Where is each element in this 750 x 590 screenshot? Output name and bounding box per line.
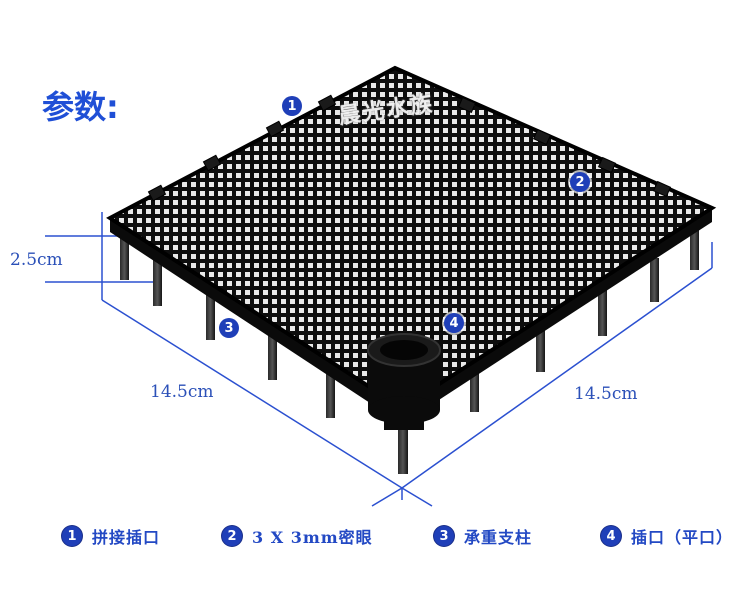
callout-1: 1 <box>282 96 302 116</box>
callout-3: 3 <box>219 318 239 338</box>
height-dimension-label: 2.5cm <box>10 250 63 270</box>
grid-plate <box>106 65 717 411</box>
callout-4: 4 <box>444 313 464 333</box>
legend-label: 插口（平口） <box>631 528 734 547</box>
legend-item-4: 4 插口（平口） <box>601 524 733 548</box>
legend-label: 拼接插口 <box>92 528 161 547</box>
legend-number-badge: 2 <box>222 526 242 546</box>
legend-item-2: 2 3 X 3mm密眼 <box>222 524 373 548</box>
dimension-lines <box>45 212 713 507</box>
legend-item-1: 1 拼接插口 <box>62 524 160 548</box>
page-title: 参数: <box>42 88 119 126</box>
legend-item-3: 3 承重支柱 <box>434 524 532 548</box>
legend-number-badge: 4 <box>601 526 621 546</box>
right-width-dimension-label: 14.5cm <box>574 384 638 404</box>
legend-number-badge: 3 <box>434 526 454 546</box>
legend: 1 拼接插口 2 3 X 3mm密眼 3 承重支柱 4 插口（平口） <box>0 524 750 554</box>
support-legs <box>120 222 699 474</box>
legend-label: 承重支柱 <box>464 528 533 547</box>
callout-2: 2 <box>570 172 590 192</box>
left-width-dimension-label: 14.5cm <box>150 382 214 402</box>
legend-label: 3 X 3mm密眼 <box>252 528 373 547</box>
socket <box>367 333 441 430</box>
legend-number-badge: 1 <box>62 526 82 546</box>
